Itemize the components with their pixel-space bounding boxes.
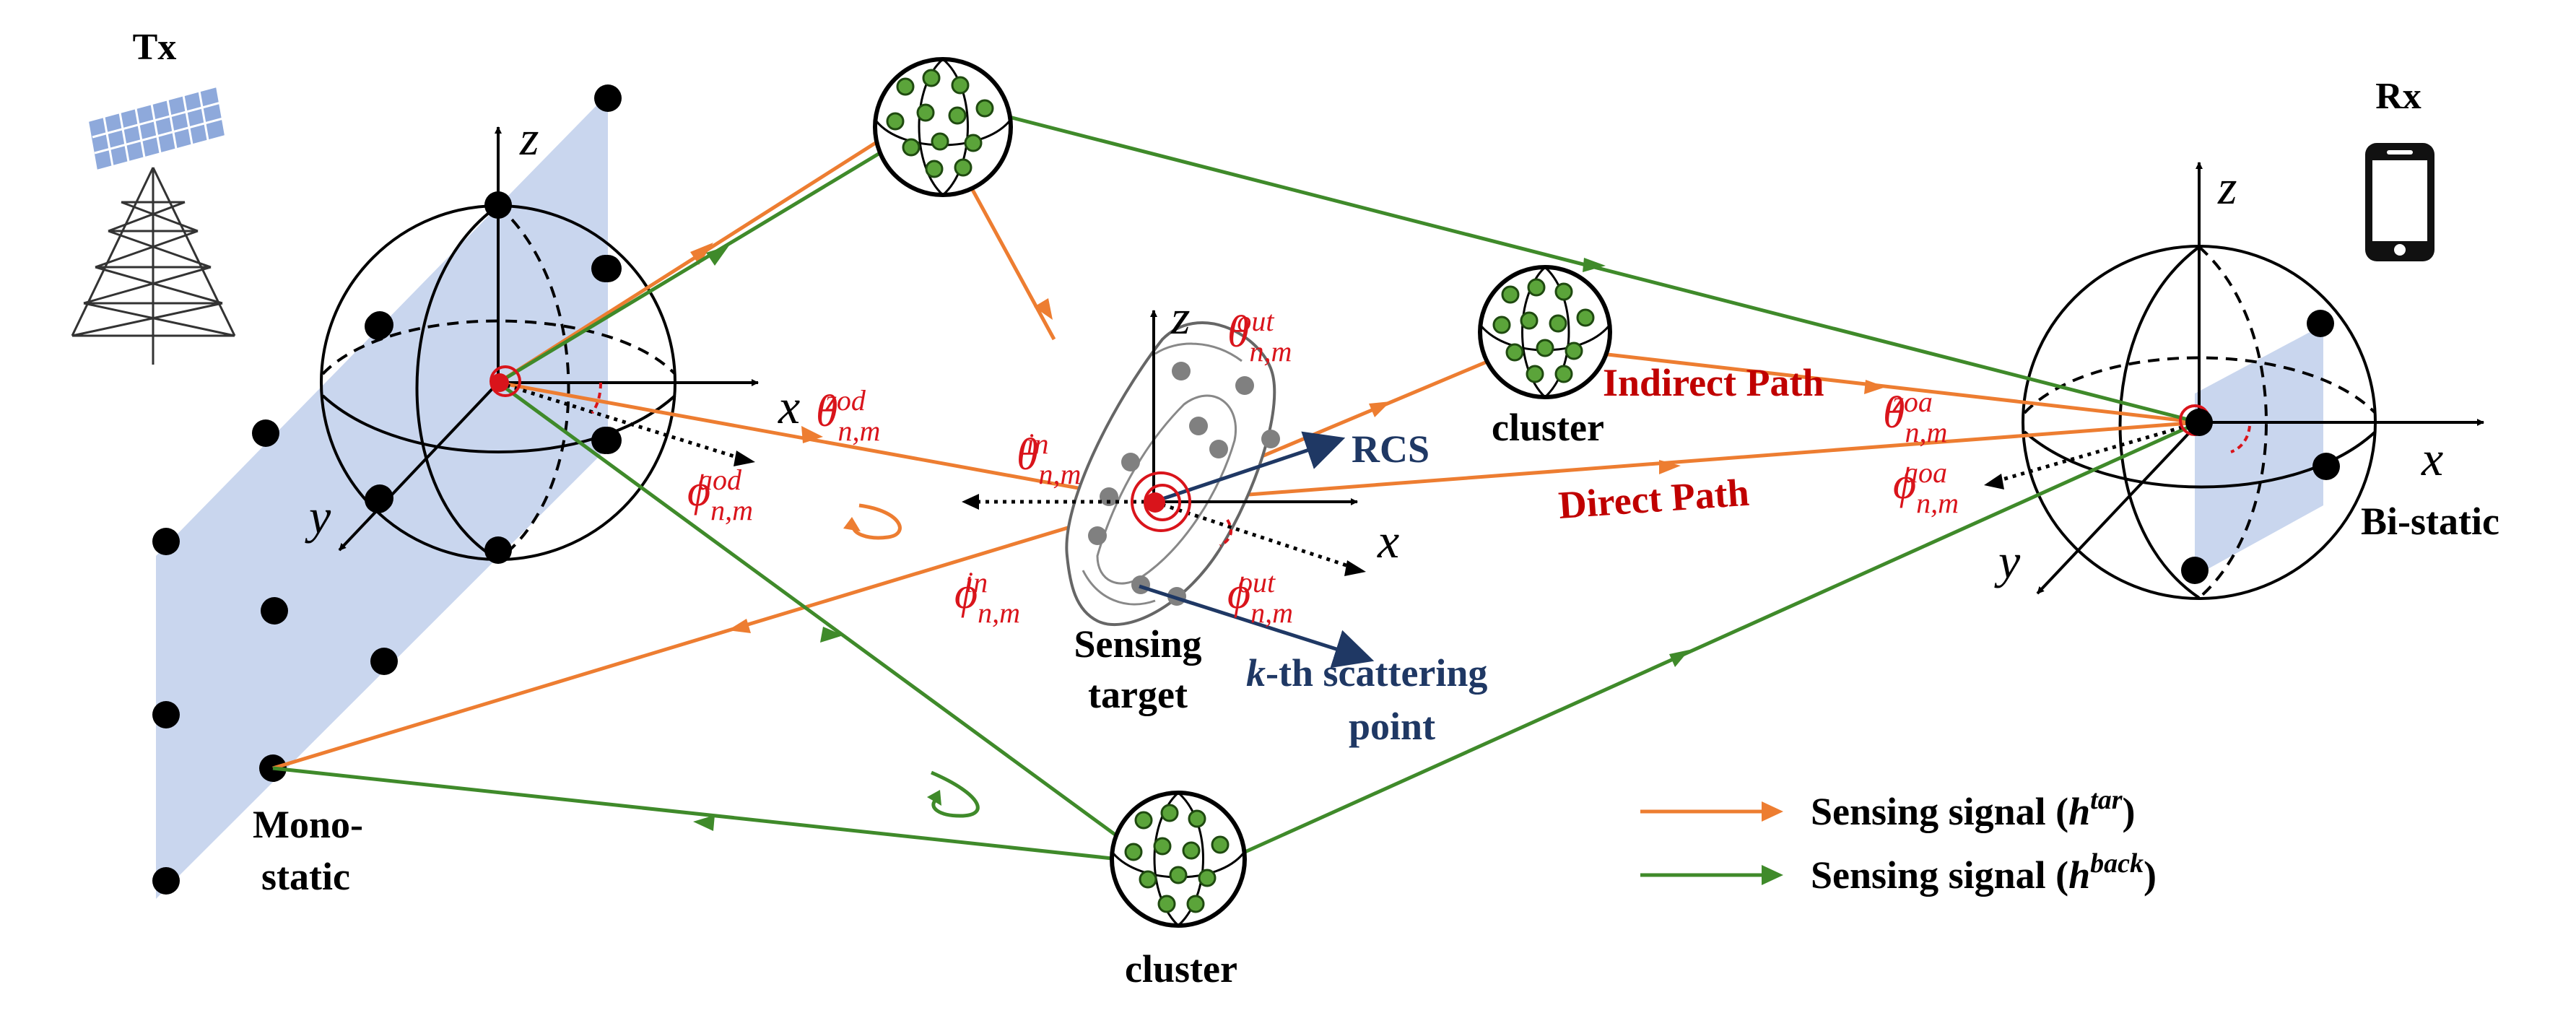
rx-axis-y-label: y: [1994, 534, 2021, 588]
target-axis-z-label: z: [1170, 290, 1190, 344]
green-rotation-icon: [931, 770, 980, 818]
tx-axis-z-label: z: [519, 110, 539, 165]
rx-array-elements: [2181, 310, 2340, 584]
tx-label: Tx: [133, 27, 177, 68]
cluster-top-icon: [873, 57, 1013, 197]
orange-arrowheads: [690, 243, 1886, 633]
green-paths: [272, 113, 2201, 861]
phi-in-label: ϕn,min: [954, 566, 1020, 629]
rx-origin-marker: [2179, 404, 2251, 453]
tx-origin-marker: [489, 365, 602, 414]
cluster-bottom-icon: [1110, 791, 1247, 928]
target-origin-marker: [1131, 471, 1232, 547]
theta-zod-label: θn,mzod: [816, 384, 880, 447]
tx-axis-x-label: x: [778, 379, 800, 434]
theta-in-label: θn,min: [1017, 427, 1081, 490]
tx-inner-points: [365, 255, 619, 513]
legend-tar: Sensing signal (htar): [1811, 785, 2136, 833]
rx-phone-icon: [2365, 143, 2434, 261]
tx-axes: [338, 126, 759, 552]
theta-out-label: θn,mout: [1227, 305, 1292, 367]
scattering-point-arrow: [1139, 584, 1375, 669]
bistatic-label: Bi-static: [2361, 500, 2499, 543]
rx-axis-x-label: x: [2421, 431, 2443, 486]
green-arrowheads: [693, 245, 1689, 831]
phi-aoa-label: ϕn,maoa: [1893, 456, 1959, 519]
rx-axis-z-label: z: [2217, 160, 2237, 214]
cluster-mid-icon: [1478, 265, 1612, 399]
point-label: point: [1349, 705, 1435, 748]
kth-scattering-label: k-th scattering: [1246, 651, 1487, 695]
cluster-bottom-label: cluster: [1125, 947, 1237, 991]
legend: Sensing signal (htar) Sensing signal (hb…: [1640, 785, 2157, 897]
target-axes: [1150, 310, 1358, 505]
rx-axes: [2036, 162, 2484, 595]
legend-back: Sensing signal (hback): [1811, 848, 2157, 897]
dotted-arrowheads: [734, 451, 2004, 576]
rx-label: Rx: [2375, 76, 2421, 117]
mono-label: Mono-: [253, 803, 363, 846]
orange-rotation-icon: [851, 503, 902, 540]
sensing-label: Sensing: [1074, 622, 1201, 666]
phi-out-label: ϕn,mout: [1227, 566, 1293, 629]
theta-zoa-label: θn,mzoa: [1883, 386, 1947, 448]
tx-axis-y-label: y: [305, 489, 331, 544]
target-label: target: [1088, 673, 1188, 716]
cluster-mid-label: cluster: [1492, 406, 1604, 449]
rx-array-panel: [2195, 325, 2323, 576]
tx-tower-icon: [71, 85, 236, 365]
orange-paths: [272, 136, 2200, 770]
target-axis-x-label: x: [1377, 513, 1399, 568]
indirect-path-label: Indirect Path: [1603, 361, 1824, 404]
static-label: static: [261, 855, 350, 898]
rcs-label: RCS: [1352, 427, 1430, 471]
phi-aod-label: ϕn,maod: [687, 464, 753, 526]
direct-path-label: Direct Path: [1557, 471, 1751, 527]
rcs-arrow: [1153, 431, 1346, 504]
